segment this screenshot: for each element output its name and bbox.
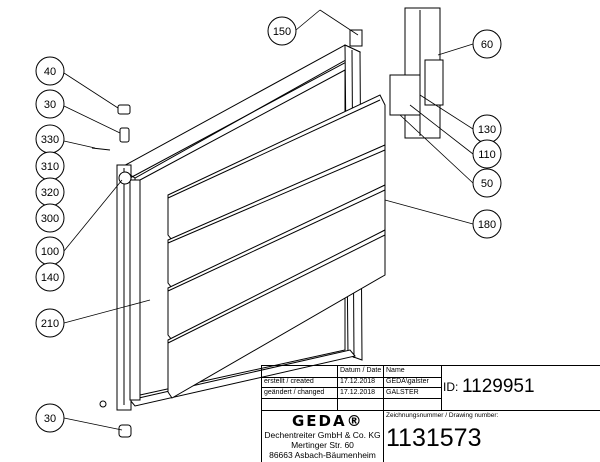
callout-320: 320 — [41, 187, 59, 199]
callout-150: 150 — [273, 26, 291, 38]
callout-50: 50 — [481, 178, 493, 190]
id-label: ID: — [443, 380, 459, 394]
changed-name: GALSTER — [386, 389, 419, 396]
title-block: Datum / Date Name erstellt / created 17.… — [261, 365, 600, 462]
geda-logo: GEDA® — [292, 412, 364, 430]
callout-30: 30 — [44, 99, 56, 111]
callout-140: 140 — [41, 272, 59, 284]
callout-210: 210 — [41, 318, 59, 330]
changed-label: geändert / changed — [264, 389, 325, 396]
company-street: Mertinger Str. 60 — [291, 440, 354, 450]
slat-panels — [167, 94, 386, 399]
changed-date: 17.12.2018 — [340, 389, 376, 396]
drawing-number-label: Zeichnungsnummer / Drawing number: — [386, 412, 499, 419]
callout-100: 100 — [41, 246, 59, 258]
callout-60: 60 — [481, 39, 493, 51]
leader-lines — [63, 9, 474, 431]
created-name: GEDA\galster — [386, 378, 429, 385]
callout-310: 310 — [41, 161, 59, 173]
callout-30-bottom: 30 — [44, 413, 56, 425]
callout-330: 330 — [41, 134, 59, 146]
bracket-parts — [389, 7, 444, 139]
id-value: 1129951 — [462, 376, 535, 397]
callout-180: 180 — [478, 219, 496, 231]
callout-130: 130 — [478, 124, 496, 136]
created-date: 17.12.2018 — [340, 378, 376, 385]
company-name: Dechentreiter GmbH & Co. KG — [264, 430, 381, 440]
hinge-parts — [91, 104, 131, 408]
drawing-number: 1131573 — [386, 424, 482, 452]
callout-bubbles — [35, 16, 502, 433]
callout-40: 40 — [44, 66, 56, 78]
name-header: Name — [386, 367, 405, 374]
callout-labels: 150 60 40 30 330 310 320 300 100 140 210… — [41, 26, 496, 425]
created-label: erstellt / created — [264, 378, 314, 385]
callout-300: 300 — [41, 213, 59, 225]
callout-110: 110 — [478, 149, 496, 161]
bottom-rail — [129, 349, 356, 407]
date-header: Datum / Date — [340, 367, 382, 374]
left-post — [116, 164, 141, 438]
company-city: 86663 Asbach-Bäumenheim — [269, 450, 376, 460]
